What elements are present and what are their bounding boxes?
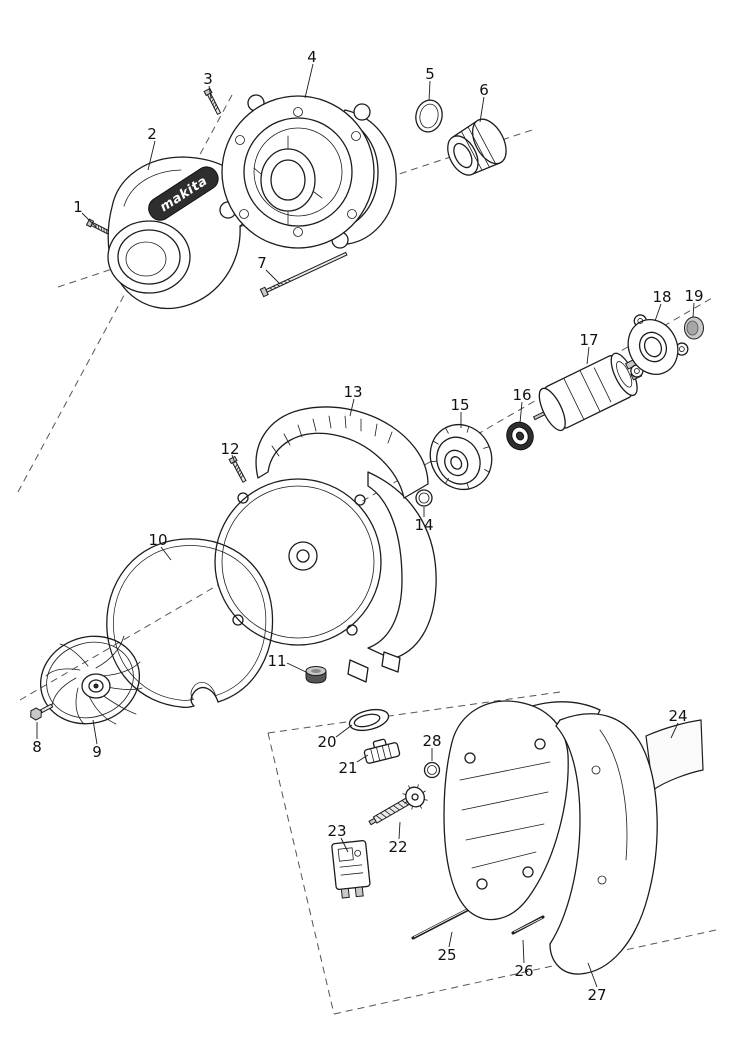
part-label-8: 8 <box>32 738 42 756</box>
part-26-pin-short <box>511 915 545 935</box>
part-7-screw-long <box>259 251 348 298</box>
part-label-10: 10 <box>148 531 167 549</box>
part-label-15: 15 <box>450 396 469 414</box>
part-label-20: 20 <box>317 733 336 751</box>
part-28-o-ring <box>423 761 441 779</box>
part-2-fan-cover: makita <box>107 156 252 310</box>
part-18-bearing-retainer <box>627 314 689 378</box>
part-14-ring <box>415 489 433 507</box>
part-label-11: 11 <box>267 652 286 670</box>
part-16-bearing <box>506 421 534 451</box>
part-label-25: 25 <box>437 946 456 964</box>
part-label-28: 28 <box>422 732 441 750</box>
part-4-fan-housing <box>219 94 397 249</box>
part-23-switch <box>331 840 371 899</box>
part-label-18: 18 <box>652 288 671 306</box>
part-label-6: 6 <box>479 81 489 99</box>
part-27-handle-housing <box>443 700 658 975</box>
part-8-bolt <box>30 703 54 721</box>
part-15-motor-housing-cap <box>429 423 493 491</box>
part-11-cap <box>305 666 327 684</box>
part-label-5: 5 <box>425 65 435 83</box>
part-19-cap <box>684 316 704 340</box>
part-label-4: 4 <box>307 48 317 66</box>
part-label-3: 3 <box>203 70 213 88</box>
part-label-14: 14 <box>414 516 433 534</box>
part-label-27: 27 <box>587 986 606 1004</box>
part-label-26: 26 <box>514 962 533 980</box>
part-label-21: 21 <box>338 759 357 777</box>
part-12-screw <box>228 455 248 484</box>
part-label-12: 12 <box>220 440 239 458</box>
part-9-fan <box>39 635 143 725</box>
part-label-13: 13 <box>343 383 362 401</box>
part-label-16: 16 <box>512 386 531 404</box>
part-5-o-ring <box>415 99 443 133</box>
part-label-24: 24 <box>668 707 687 725</box>
part-22-spindle <box>368 784 428 826</box>
part-17-motor <box>532 352 643 432</box>
part-10-gasket <box>106 538 274 709</box>
part-21-switch-slider <box>363 738 401 764</box>
part-label-2: 2 <box>147 125 157 143</box>
part-13-blower-housing <box>214 406 437 683</box>
leader-lines <box>36 63 695 988</box>
part-label-23: 23 <box>327 822 346 840</box>
part-label-1: 1 <box>73 198 83 216</box>
part-label-9: 9 <box>92 743 102 761</box>
part-label-17: 17 <box>579 331 598 349</box>
part-3-screw <box>203 88 223 116</box>
part-20-button <box>348 708 390 732</box>
part-label-22: 22 <box>388 838 407 856</box>
part-24-label-sheet <box>645 719 704 792</box>
part-label-19: 19 <box>684 287 703 305</box>
part-number-callouts: 1 2 3 4 5 6 7 8 9 10 11 12 13 14 15 16 1… <box>32 48 703 1004</box>
part-label-7: 7 <box>257 254 267 272</box>
part-6-sleeve <box>447 118 507 176</box>
